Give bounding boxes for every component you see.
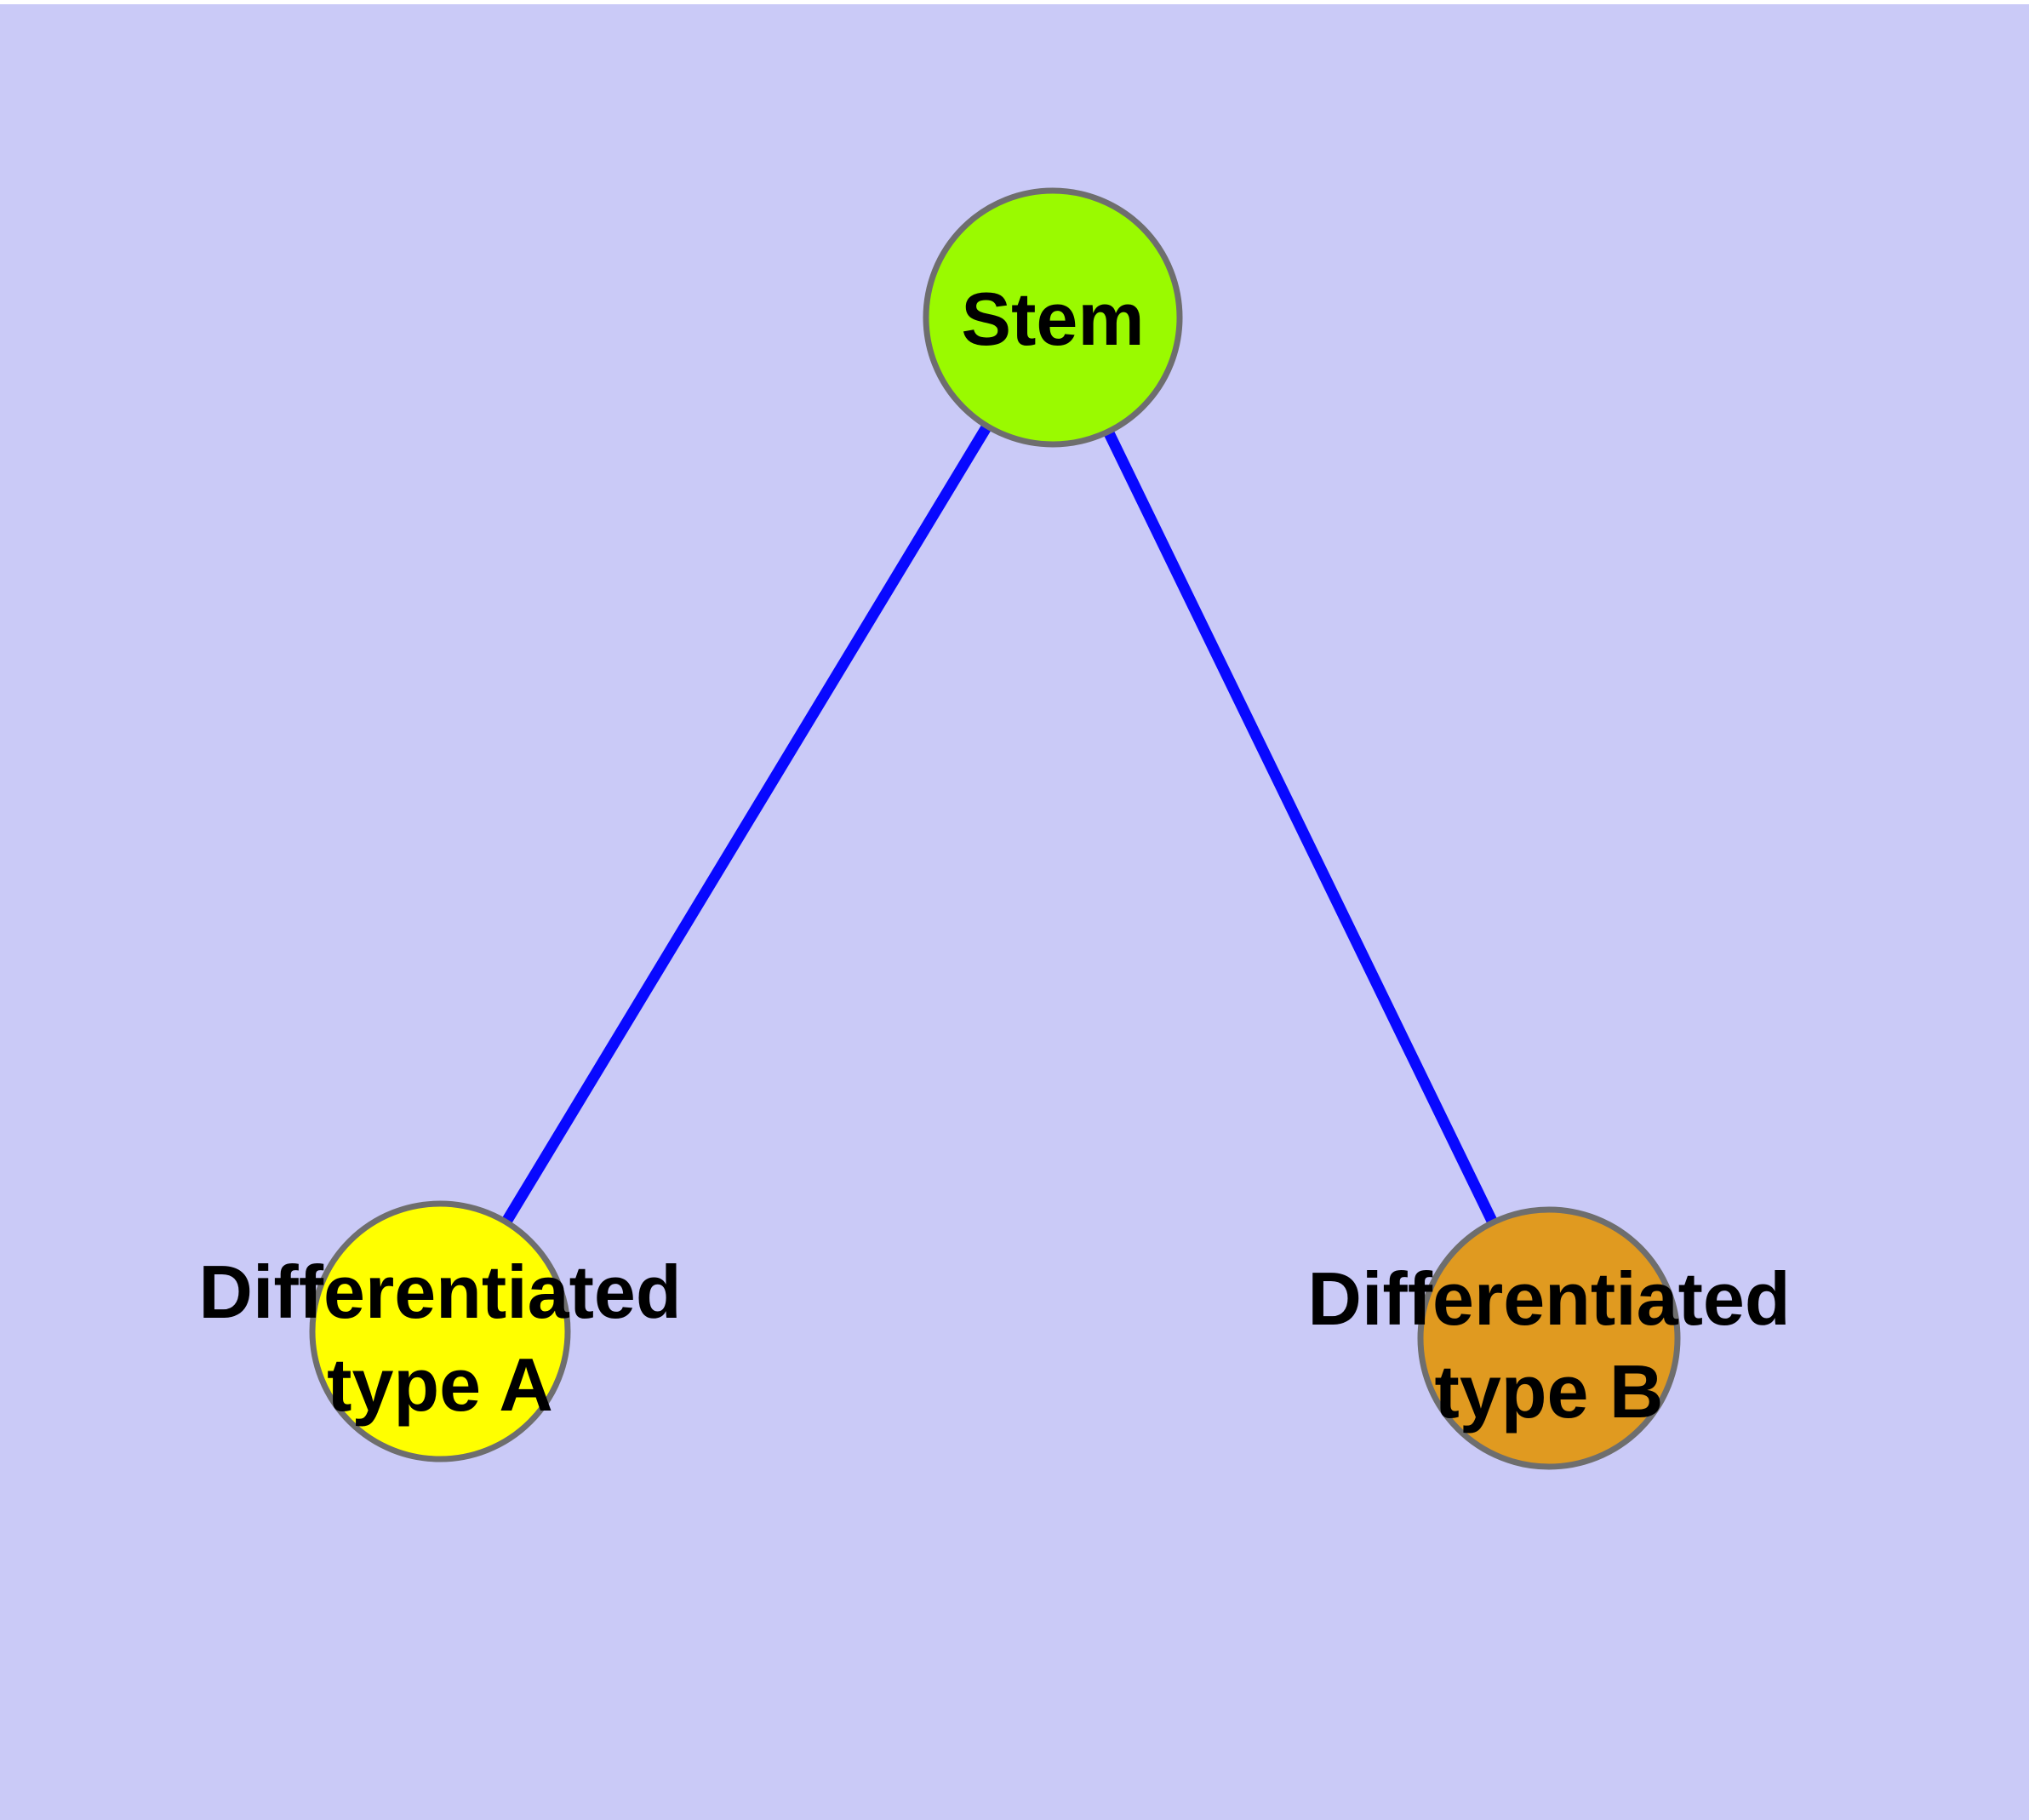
node-type-b-label-line1: Differentiated	[1307, 1256, 1790, 1341]
node-type-a-circle	[309, 1200, 571, 1462]
edge-stem-to-type-b	[1048, 315, 1554, 1341]
node-type-b-circle	[1417, 1206, 1681, 1470]
node-stem-label: Stem	[961, 277, 1144, 361]
edge-stem-to-type-a	[435, 314, 1058, 1335]
top-edge-strip	[0, 0, 2029, 4]
node-type-a-label-line1: Differentiated	[198, 1250, 681, 1334]
node-type-a-label-line2: type A	[327, 1342, 553, 1427]
node-type-b-label-line2: type B	[1435, 1349, 1664, 1434]
node-stem-circle	[923, 187, 1183, 448]
